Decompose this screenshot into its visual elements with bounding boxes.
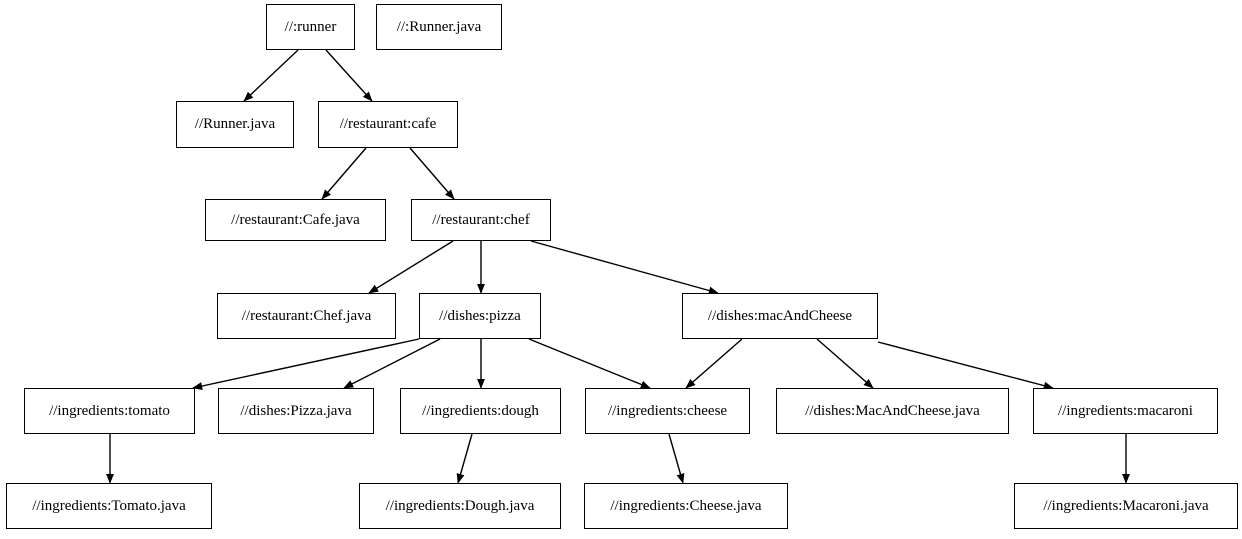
graph-node-ing_tomato_java[interactable]: //ingredients:Tomato.java xyxy=(6,483,212,529)
graph-node-ing_dough_java[interactable]: //ingredients:Dough.java xyxy=(359,483,561,529)
graph-edge-restaurant_chef-to-restaurant_chef_java xyxy=(368,240,454,294)
graph-edge-dishes_macandcheese-to-dishes_mac_java xyxy=(816,338,874,389)
graph-edge-dishes_pizza-to-ing_cheese xyxy=(528,338,651,389)
graph-edge-dishes_pizza-to-ing_tomato xyxy=(192,338,420,390)
graph-edge-dishes_pizza-to-dishes_pizza_java xyxy=(343,338,441,389)
graph-node-label: //ingredients:tomato xyxy=(49,402,170,419)
graph-node-restaurant_cafe_java[interactable]: //restaurant:Cafe.java xyxy=(205,199,386,241)
graph-node-ing_tomato[interactable]: //ingredients:tomato xyxy=(24,388,195,434)
graph-node-dishes_mac_java[interactable]: //dishes:MacAndCheese.java xyxy=(776,388,1009,434)
graph-node-label: //dishes:Pizza.java xyxy=(240,402,352,419)
graph-node-runner_java[interactable]: //Runner.java xyxy=(176,101,294,148)
graph-node-label: //Runner.java xyxy=(194,116,276,132)
graph-node-restaurant_chef[interactable]: //restaurant:chef xyxy=(411,199,551,241)
graph-node-ing_cheese[interactable]: //ingredients:cheese xyxy=(585,388,750,434)
graph-node-label: //ingredients:Tomato.java xyxy=(32,497,186,514)
graph-node-restaurant_chef_java[interactable]: //restaurant:Chef.java xyxy=(217,293,396,339)
graph-edge-ing_cheese-to-ing_cheese_java xyxy=(668,433,685,484)
graph-node-dishes_pizza[interactable]: //dishes:pizza xyxy=(419,293,541,339)
graph-node-label: //dishes:MacAndCheese.java xyxy=(805,402,980,419)
graph-node-label: //ingredients:Cheese.java xyxy=(610,497,762,514)
graph-node-label: //restaurant:chef xyxy=(432,211,530,228)
graph-node-label: //restaurant:Chef.java xyxy=(241,307,372,324)
graph-edge-restaurant_chef-to-dishes_macandcheese xyxy=(530,240,719,295)
graph-node-runner[interactable]: //:runner xyxy=(266,4,355,50)
graph-edge-ing_dough-to-ing_dough_java xyxy=(456,433,473,484)
graph-node-ing_cheese_java[interactable]: //ingredients:Cheese.java xyxy=(584,483,788,529)
graph-edge-dishes_macandcheese-to-ing_macaroni xyxy=(877,341,1054,390)
graph-node-label: //dishes:macAndCheese xyxy=(707,307,853,324)
graph-node-label: //ingredients:macaroni xyxy=(1058,402,1193,419)
graph-node-restaurant_cafe[interactable]: //restaurant:cafe xyxy=(318,101,458,148)
graph-node-dishes_pizza_java[interactable]: //dishes:Pizza.java xyxy=(218,388,374,434)
graph-edge-runner-to-restaurant_cafe xyxy=(325,49,373,102)
graph-node-ing_dough[interactable]: //ingredients:dough xyxy=(400,388,561,434)
graph-edge-dishes_macandcheese-to-ing_cheese xyxy=(685,338,743,389)
graph-node-ing_macaroni_java[interactable]: //ingredients:Macaroni.java xyxy=(1014,483,1238,529)
graph-node-root_runner_java[interactable]: //:Runner.java xyxy=(376,4,502,50)
graph-edge-runner-to-runner_java xyxy=(243,49,299,102)
graph-node-label: //ingredients:cheese xyxy=(607,402,728,419)
graph-node-label: //ingredients:Dough.java xyxy=(385,497,535,514)
graph-node-label: //ingredients:dough xyxy=(422,402,539,419)
graph-node-label: //:runner xyxy=(284,18,337,35)
graph-edge-restaurant_cafe-to-restaurant_cafe_java xyxy=(321,147,367,200)
graph-node-label: //restaurant:cafe xyxy=(339,116,437,132)
graph-node-label: //restaurant:Cafe.java xyxy=(231,211,360,228)
graph-edge-restaurant_cafe-to-restaurant_chef xyxy=(409,147,455,200)
graph-node-label: //ingredients:Macaroni.java xyxy=(1043,497,1209,514)
graph-node-ing_macaroni[interactable]: //ingredients:macaroni xyxy=(1033,388,1218,434)
graph-node-label: //dishes:pizza xyxy=(439,307,521,324)
graph-node-dishes_macandcheese[interactable]: //dishes:macAndCheese xyxy=(682,293,878,339)
graph-node-label: //:Runner.java xyxy=(396,18,482,35)
